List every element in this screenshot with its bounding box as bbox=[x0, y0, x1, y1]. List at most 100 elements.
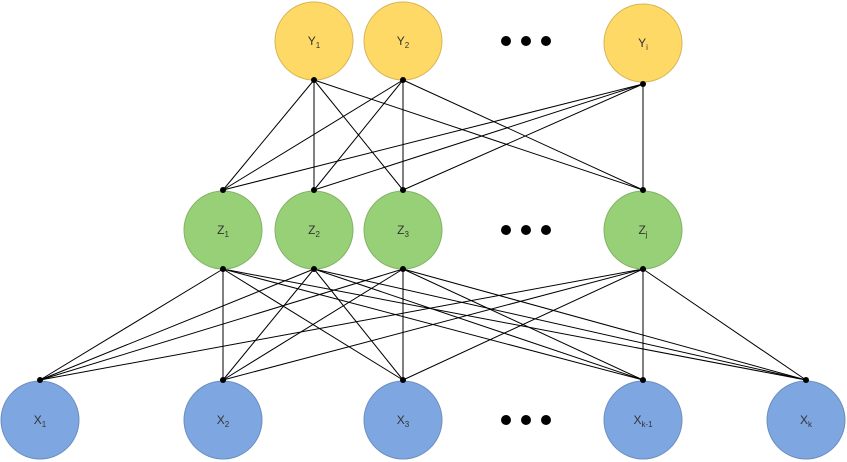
output-layer: Y1 Y2 Yi bbox=[274, 1, 683, 83]
edge-z2-x2 bbox=[222, 268, 315, 381]
output-node-1-sub: 1 bbox=[316, 41, 321, 50]
port-z2-top bbox=[311, 187, 317, 193]
input-ellipsis bbox=[501, 415, 551, 425]
input-node-3-base: X bbox=[397, 413, 405, 427]
input-node-k-1-label: Xk-1 bbox=[633, 413, 653, 429]
edge-y1-z1 bbox=[222, 79, 315, 191]
hidden-node-1: Z1 bbox=[183, 190, 263, 270]
port-zj-top bbox=[640, 187, 646, 193]
port-z3-top bbox=[400, 187, 406, 193]
port-x2-top bbox=[220, 377, 226, 383]
hidden-node-3-sub: 3 bbox=[404, 230, 409, 239]
input-node-k-sub: k bbox=[808, 420, 813, 429]
input-node-2-label: X2 bbox=[217, 413, 230, 429]
input-node-k-1-sub: k-1 bbox=[641, 420, 653, 429]
edge-zj-x2 bbox=[222, 268, 644, 381]
input-ellipsis-dot-3 bbox=[541, 415, 551, 425]
output-ellipsis-dot-3 bbox=[541, 36, 551, 46]
hidden-node-j: Zj bbox=[603, 190, 683, 270]
output-node-2: Y2 bbox=[363, 1, 443, 81]
input-node-2-base: X bbox=[217, 413, 225, 427]
edge-zj-x1 bbox=[39, 268, 644, 381]
output-node-i-base: Y bbox=[638, 36, 646, 50]
port-z1-bottom bbox=[220, 266, 226, 272]
hidden-node-1-base: Z bbox=[217, 223, 224, 237]
output-node-2-base: Y bbox=[397, 34, 405, 48]
input-node-2-sub: 2 bbox=[225, 420, 230, 429]
edge-zj-x3 bbox=[402, 268, 644, 381]
input-ellipsis-dot-1 bbox=[501, 415, 511, 425]
edge-y2-zj bbox=[402, 79, 644, 191]
input-layer: X1 X2 X3 Xk-1 Xk bbox=[0, 380, 846, 460]
port-z1-top bbox=[220, 187, 226, 193]
port-z3-bottom bbox=[400, 266, 406, 272]
output-ellipsis bbox=[501, 36, 551, 46]
port-x1-top bbox=[37, 377, 43, 383]
output-node-i-label: Yi bbox=[638, 36, 648, 52]
hidden-node-3: Z3 bbox=[363, 190, 443, 270]
input-node-3-sub: 3 bbox=[405, 420, 410, 429]
output-node-i: Yi bbox=[603, 3, 683, 83]
edge-z2-xk-1 bbox=[313, 268, 644, 381]
ports-layer bbox=[37, 77, 809, 383]
edge-z3-x1 bbox=[39, 268, 404, 381]
hidden-node-2-sub: 2 bbox=[315, 230, 320, 239]
input-node-2: X2 bbox=[183, 380, 263, 460]
input-node-1: X1 bbox=[0, 380, 80, 460]
port-y1-bottom bbox=[311, 77, 317, 83]
hidden-ellipsis-dot-2 bbox=[521, 225, 531, 235]
input-node-k-1-base: X bbox=[633, 413, 641, 427]
port-yi-bottom bbox=[640, 81, 646, 87]
hidden-node-3-base: Z bbox=[397, 223, 404, 237]
hidden-node-2-label: Z2 bbox=[308, 223, 320, 239]
edge-z2-x1 bbox=[39, 268, 315, 381]
input-node-1-label: X1 bbox=[34, 413, 47, 429]
hidden-node-1-label: Z1 bbox=[217, 223, 229, 239]
hidden-node-j-label: Zj bbox=[638, 223, 647, 239]
hidden-node-1-sub: 1 bbox=[224, 230, 229, 239]
hidden-node-2-base: Z bbox=[308, 223, 315, 237]
output-ellipsis-dot-1 bbox=[501, 36, 511, 46]
edge-z1-x1 bbox=[39, 268, 224, 381]
output-node-i-sub: i bbox=[646, 43, 648, 52]
input-node-k-1: Xk-1 bbox=[603, 380, 683, 460]
input-node-k: Xk bbox=[766, 380, 846, 460]
edge-zj-xk bbox=[642, 268, 807, 381]
hidden-layer: Z1 Z2 Z3 Zj bbox=[183, 190, 683, 270]
input-node-k-base: X bbox=[800, 413, 808, 427]
port-xk-top bbox=[803, 377, 809, 383]
edge-yi-z1 bbox=[222, 83, 644, 191]
hidden-ellipsis-dot-1 bbox=[501, 225, 511, 235]
port-zj-bottom bbox=[640, 266, 646, 272]
hidden-node-j-sub: j bbox=[645, 230, 648, 239]
hidden-node-3-label: Z3 bbox=[397, 223, 409, 239]
output-node-1-label: Y1 bbox=[308, 34, 321, 50]
port-y2-bottom bbox=[400, 77, 406, 83]
output-node-1: Y1 bbox=[274, 1, 354, 81]
edge-z2-x3 bbox=[313, 268, 404, 381]
edges-layer bbox=[39, 79, 807, 381]
input-node-1-base: X bbox=[34, 413, 42, 427]
edge-z2-xk bbox=[313, 268, 807, 381]
edge-y2-z1 bbox=[222, 79, 404, 191]
hidden-node-j-base: Z bbox=[638, 223, 645, 237]
edge-z1-xk bbox=[222, 268, 807, 381]
output-ellipsis-dot-2 bbox=[521, 36, 531, 46]
edge-y2-z2 bbox=[313, 79, 404, 191]
hidden-node-2: Z2 bbox=[274, 190, 354, 270]
output-node-2-label: Y2 bbox=[397, 34, 410, 50]
edge-z3-xk bbox=[402, 268, 807, 381]
port-x3-top bbox=[400, 377, 406, 383]
port-xk-1-top bbox=[640, 377, 646, 383]
edge-y1-zj bbox=[313, 79, 644, 191]
port-z2-bottom bbox=[311, 266, 317, 272]
input-node-3: X3 bbox=[363, 380, 443, 460]
output-node-1-base: Y bbox=[308, 34, 316, 48]
hidden-ellipsis bbox=[501, 225, 551, 235]
input-node-k-label: Xk bbox=[800, 413, 813, 429]
output-node-2-sub: 2 bbox=[405, 41, 410, 50]
edge-yi-z3 bbox=[402, 83, 644, 191]
input-node-1-sub: 1 bbox=[42, 420, 47, 429]
input-ellipsis-dot-2 bbox=[521, 415, 531, 425]
